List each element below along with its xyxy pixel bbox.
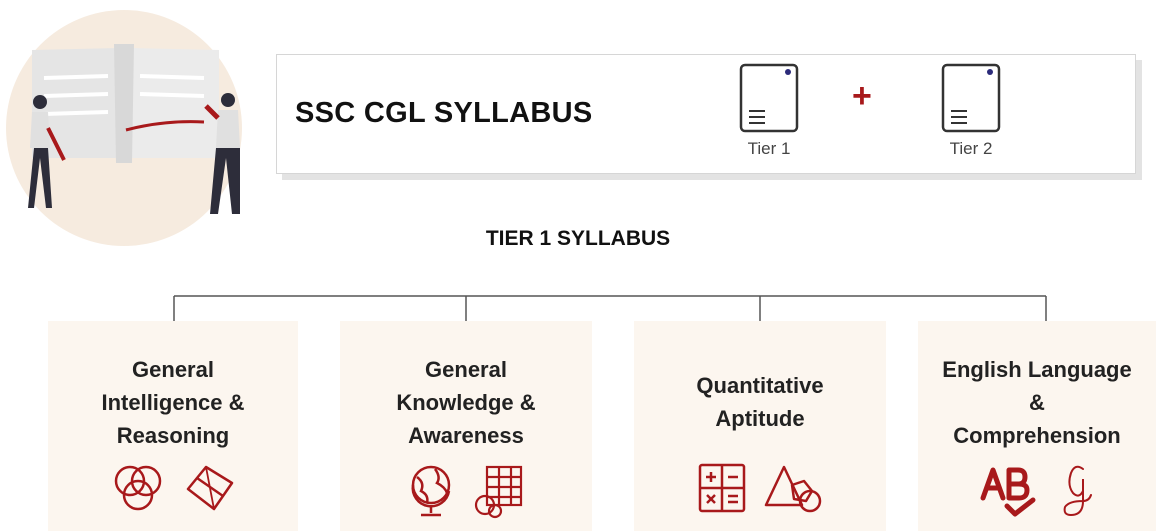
card-title-line-1: English Language	[942, 357, 1132, 382]
tier-2-label: Tier 2	[949, 139, 993, 158]
card-title-line-3: Reasoning	[116, 423, 230, 448]
card-title-line-2: Knowledge &	[396, 390, 536, 415]
card-title-line-2: &	[1029, 390, 1045, 415]
tier-1-label: Tier 1	[747, 139, 791, 158]
shapes-icon	[764, 465, 822, 513]
card-title-line-1: Quantitative	[696, 373, 824, 398]
card-quantitative-aptitude: Quantitative Aptitude	[634, 321, 886, 531]
ab-check-icon	[980, 467, 1036, 517]
cursive-g-icon	[1063, 465, 1093, 517]
card-title-line-2: Aptitude	[715, 406, 805, 431]
card-general-knowledge: General Knowledge & Awareness	[340, 321, 592, 531]
document-icon	[941, 63, 1001, 133]
reading-book-illustration	[6, 10, 242, 246]
card-title-line-3: Awareness	[408, 423, 524, 448]
plus-sign: +	[852, 77, 872, 115]
card-english-language: English Language & Comprehension	[918, 321, 1156, 531]
globe-icon	[411, 465, 451, 517]
card-title-line-3: Comprehension	[953, 423, 1121, 448]
banner-title: SSC CGL SYLLABUS	[295, 97, 593, 129]
tier-2-item: Tier 2	[931, 63, 1011, 159]
document-icon	[739, 63, 799, 133]
section-title: TIER 1 SYLLABUS	[485, 227, 671, 250]
card-title-line-2: Intelligence &	[101, 390, 245, 415]
ledger-grid-icon	[475, 465, 523, 519]
card-general-intelligence: General Intelligence & Reasoning	[48, 321, 298, 531]
venn-circles-icon	[114, 465, 162, 511]
tier-1-item: Tier 1	[729, 63, 809, 159]
folded-map-icon	[186, 465, 234, 511]
calculator-icon	[698, 463, 746, 513]
card-title-line-1: General	[425, 357, 507, 382]
card-title-line-1: General	[132, 357, 214, 382]
syllabus-banner: SSC CGL SYLLABUS Tier 1 + Tier 2	[276, 54, 1136, 174]
